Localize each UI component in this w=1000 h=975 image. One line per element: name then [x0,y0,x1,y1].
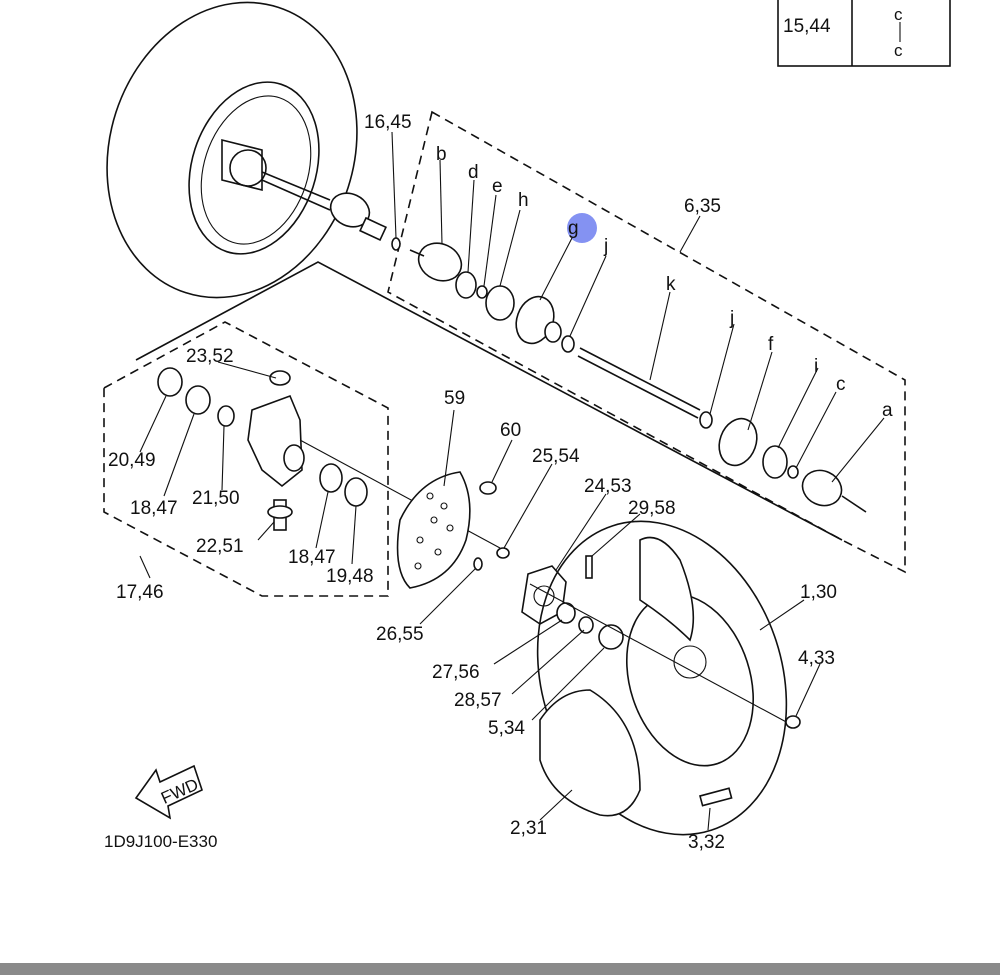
label-g: g [568,218,579,239]
label-24-53: 24,53 [584,476,632,497]
hub-hardware [473,481,791,725]
label-j-upper: j [603,236,608,257]
label-18-47-right: 18,47 [288,547,336,568]
label-h: h [518,190,529,211]
label-59: 59 [444,388,465,409]
label-k: k [666,274,676,295]
label-29-58: 29,58 [628,498,676,519]
upper-wheel-assembly [106,1,388,299]
label-6-35: 6,35 [684,196,721,217]
forward-arrow-icon: FWD [134,764,203,820]
diagram-code: 1D9J100-E330 [104,832,217,851]
label-a: a [882,400,893,421]
knuckle-parts [157,367,501,549]
legend-letter-top: c [894,5,903,24]
label-20-49: 20,49 [108,450,156,471]
label-18-47-left: 18,47 [130,498,178,519]
label-17-46: 17,46 [116,582,164,603]
label-26-55: 26,55 [376,624,424,645]
label-19-48: 19,48 [326,566,374,587]
label-4-33: 4,33 [798,648,835,669]
label-5-34: 5,34 [488,718,525,739]
label-1-30: 1,30 [800,582,837,603]
label-b: b [436,144,447,165]
label-27-56: 27,56 [432,662,480,683]
legend-box: 15,44 c c [777,0,951,67]
label-j-lower: j [729,308,734,329]
leader-lines [139,131,885,831]
label-3-32: 3,32 [688,832,725,853]
label-28-57: 28,57 [454,690,502,711]
label-25-54: 25,54 [532,446,580,467]
label-2-31: 2,31 [510,818,547,839]
drive-shaft-parts [391,237,867,513]
label-e: e [492,176,503,197]
highlight-marker[interactable] [567,213,597,243]
part-labels: 16,45 b d e h g j 6,35 k j f i c a 23,52… [108,112,893,853]
bottom-scrollbar[interactable] [0,963,1000,975]
label-16-45: 16,45 [364,112,412,133]
legend-letter-bottom: c [894,41,903,60]
label-c: c [836,374,846,395]
knuckle-kit-outline [103,261,843,597]
legend-ref: 15,44 [783,16,831,37]
label-23-52: 23,52 [186,346,234,367]
label-f: f [768,334,774,355]
label-d: d [468,162,479,183]
label-60: 60 [500,420,521,441]
label-22-51: 22,51 [196,536,244,557]
drive-shaft-kit-outline [387,110,906,574]
lower-wheel-assembly [536,520,801,836]
brake-disc [396,471,471,589]
label-21-50: 21,50 [192,488,240,509]
label-i: i [814,356,818,377]
